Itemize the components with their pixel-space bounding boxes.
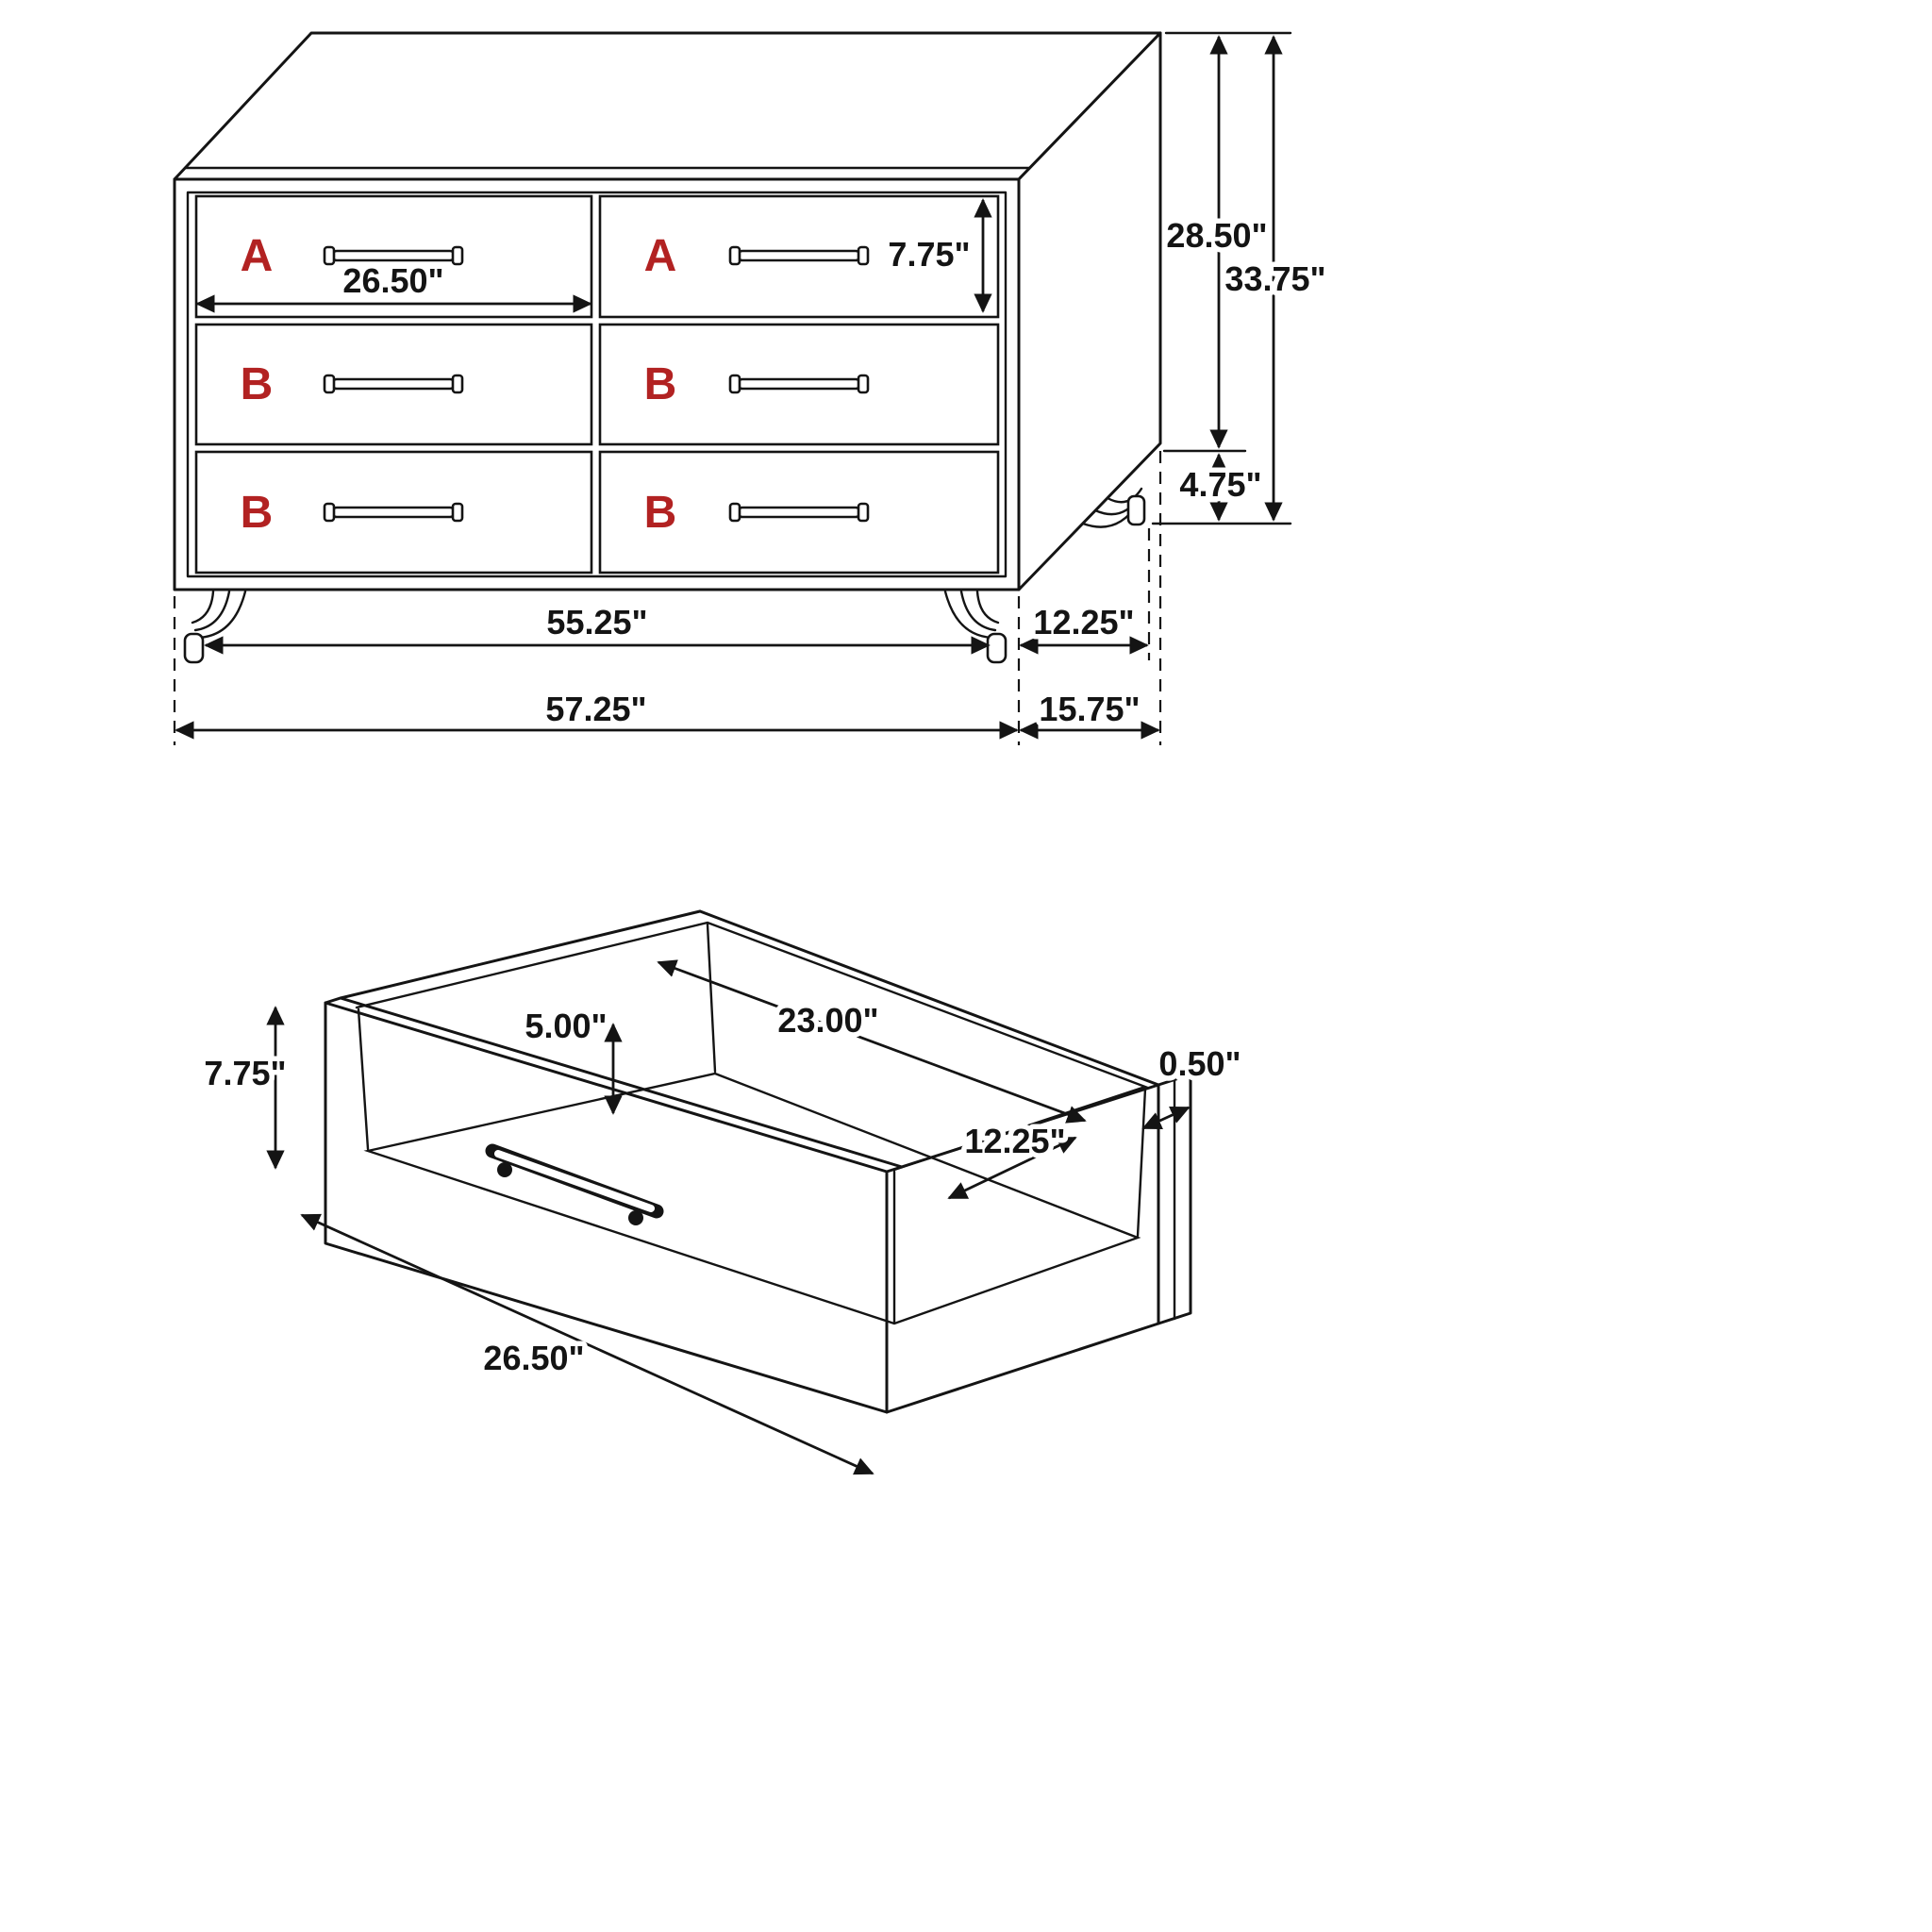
drawer-handle — [736, 377, 862, 391]
leg-curves — [191, 590, 247, 640]
drawer-b3: B — [194, 450, 593, 575]
dim-label: 0.50" — [1158, 1044, 1241, 1083]
handle-end-cap — [451, 374, 464, 394]
handle-bar-fill — [494, 1150, 655, 1212]
dim-label: 4.75" — [1179, 465, 1261, 504]
front-right-leg — [943, 590, 1008, 664]
drawer-handle — [330, 506, 457, 519]
handle-end-cap — [323, 374, 336, 394]
drawer-b1: B — [194, 323, 593, 446]
drawer-label: B — [644, 488, 677, 538]
extension-lines-solid — [1151, 31, 1292, 525]
drawer-b2: B — [598, 323, 1000, 446]
dim-label: 28.50" — [1166, 216, 1267, 255]
dim-inner-height: 5.00" — [520, 1002, 623, 1115]
dim-front-height: 7.75" — [199, 1006, 291, 1170]
dim-total-width: 57.25" — [175, 685, 1019, 740]
dim-label: 26.50" — [483, 1339, 584, 1377]
leg-curves — [943, 590, 1000, 640]
drawer-b4: B — [598, 450, 1000, 575]
dim-label: 57.25" — [545, 690, 646, 728]
drawer-dimensions: 7.75" 5.00" 23.00" 0.50" 12.25" 26.50" — [199, 959, 1246, 1475]
handle-end-cap — [323, 502, 336, 523]
dresser-diagram: A A B — [173, 31, 1331, 745]
dim-drawer-height: 7.75" — [883, 198, 992, 313]
drawer-handle — [330, 249, 457, 262]
drawer-a2: A — [598, 194, 1000, 319]
dim-label: 15.75" — [1039, 690, 1140, 728]
dim-label: 7.75" — [888, 235, 970, 274]
dim-panel-thickness: 0.50" — [1141, 1040, 1246, 1130]
dim-label: 33.75" — [1224, 259, 1325, 298]
back-right-leg — [1081, 487, 1146, 528]
dim-drawer-width: 26.50" — [195, 257, 592, 313]
drawer-handle — [330, 377, 457, 391]
extension-lines-dashed — [173, 451, 1162, 745]
drawer-label: B — [644, 359, 677, 409]
dim-arrow — [947, 1136, 1077, 1200]
dim-inner-depth: 12.25" — [947, 1117, 1077, 1200]
leg-foot — [1126, 494, 1146, 526]
dim-label: 26.50" — [342, 261, 443, 300]
dim-side-leg-span: 12.25" — [1019, 598, 1149, 655]
dim-total-depth: 15.75" — [1019, 685, 1160, 740]
drawer-front-panel — [324, 1001, 889, 1414]
drawer-diagram: 7.75" 5.00" 23.00" 0.50" 12.25" 26.50" — [199, 909, 1246, 1475]
dim-total-height: 33.75" — [1220, 35, 1331, 522]
drawer-body — [324, 909, 1192, 1414]
dim-arrow — [300, 1213, 874, 1475]
drawer-label: A — [241, 231, 274, 281]
dresser-drawers: A A B — [194, 194, 1000, 575]
drawer-label: B — [241, 488, 274, 538]
handle-end-cap — [451, 245, 464, 266]
front-left-leg — [183, 590, 247, 664]
handle-end-cap — [728, 502, 741, 523]
dim-label: 12.25" — [1033, 603, 1134, 641]
drawer-handle — [736, 249, 862, 262]
handle-post — [497, 1162, 512, 1177]
drawer-label: A — [644, 231, 677, 281]
dim-inner-width: 23.00" — [657, 959, 1087, 1124]
leg-foot — [183, 632, 205, 664]
dim-label: 23.00" — [777, 1001, 878, 1040]
handle-end-cap — [857, 374, 870, 394]
dim-arrow — [657, 959, 1087, 1124]
handle-end-cap — [451, 502, 464, 523]
leg-foot — [986, 632, 1008, 664]
dim-arrow — [1141, 1106, 1191, 1130]
handle-end-cap — [857, 502, 870, 523]
drawer-label: B — [241, 359, 274, 409]
dim-label: 5.00" — [525, 1007, 607, 1045]
dim-leg-span: 55.25" — [204, 598, 991, 655]
dim-label: 55.25" — [546, 603, 647, 641]
handle-end-cap — [857, 245, 870, 266]
handle-end-cap — [323, 245, 336, 266]
dresser-dimensions: 26.50" 7.75" 28.50" 33.75" 4.75" 55.25" — [173, 31, 1331, 745]
dim-leg-height: 4.75" — [1174, 453, 1267, 522]
dim-case-height: 28.50" — [1161, 35, 1273, 449]
handle-end-cap — [728, 245, 741, 266]
drawer-handle — [736, 506, 862, 519]
dim-label: 7.75" — [204, 1054, 286, 1092]
dresser-top-face — [173, 31, 1162, 181]
dim-front-width: 26.50" — [300, 1213, 874, 1475]
dim-label: 12.25" — [964, 1122, 1065, 1160]
handle-end-cap — [728, 374, 741, 394]
